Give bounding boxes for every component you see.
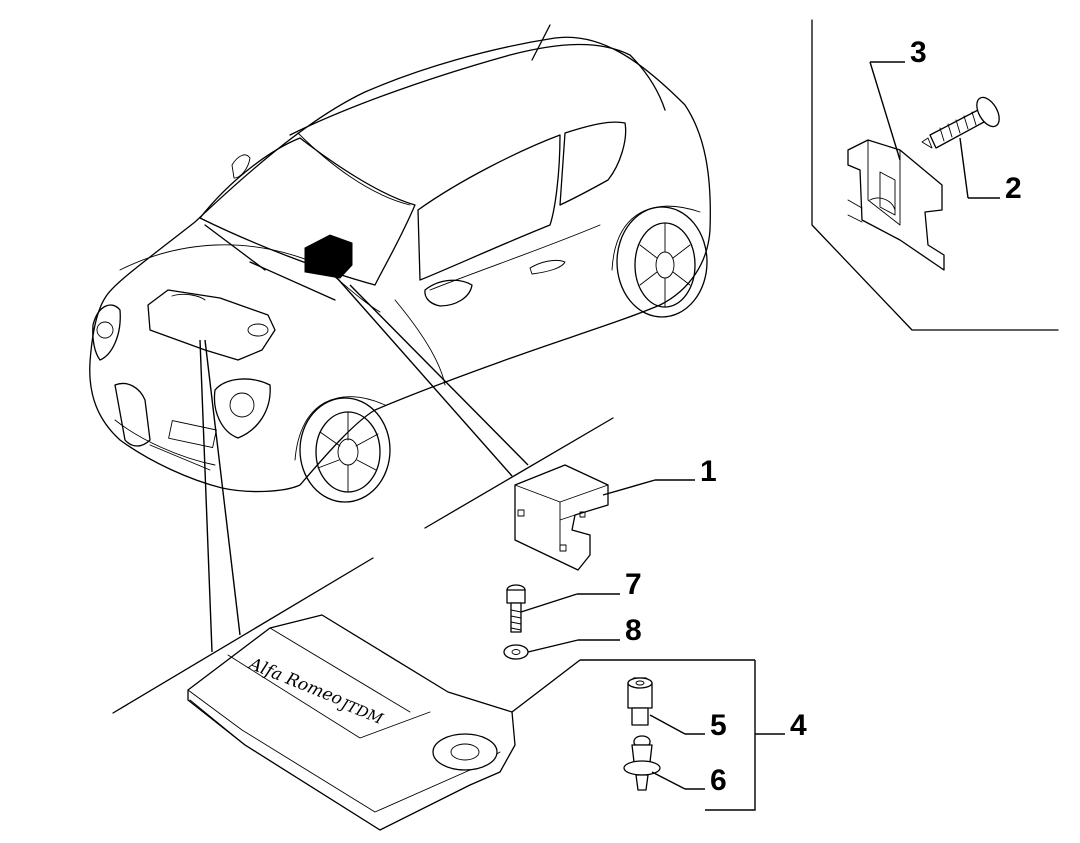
callout-3: 3	[910, 36, 927, 69]
callout-1: 1	[700, 455, 717, 488]
callout-6: 6	[710, 764, 727, 797]
part-8-washer	[503, 644, 529, 660]
callout-8: 8	[625, 614, 642, 647]
leader-lines	[511, 61, 1000, 811]
frame-lines	[112, 19, 1059, 714]
callout-labels: 1 2 3 4 5 6 7 8	[625, 36, 1022, 797]
part-5-spacer	[627, 677, 653, 726]
engine-cover-detail: Alfa Romeo JTDM	[187, 614, 516, 831]
callout-5: 5	[710, 709, 727, 742]
part-2-screw	[921, 96, 1000, 149]
callout-7: 7	[625, 568, 642, 601]
part-7-bolt	[506, 584, 526, 633]
highlighted-engine-area	[304, 234, 353, 279]
callout-4: 4	[790, 709, 807, 742]
callout-2: 2	[1005, 172, 1022, 205]
part-1-bracket	[514, 464, 609, 571]
part-6-stud	[623, 735, 661, 791]
part-3-clip	[847, 139, 945, 271]
car-illustration	[89, 24, 711, 653]
